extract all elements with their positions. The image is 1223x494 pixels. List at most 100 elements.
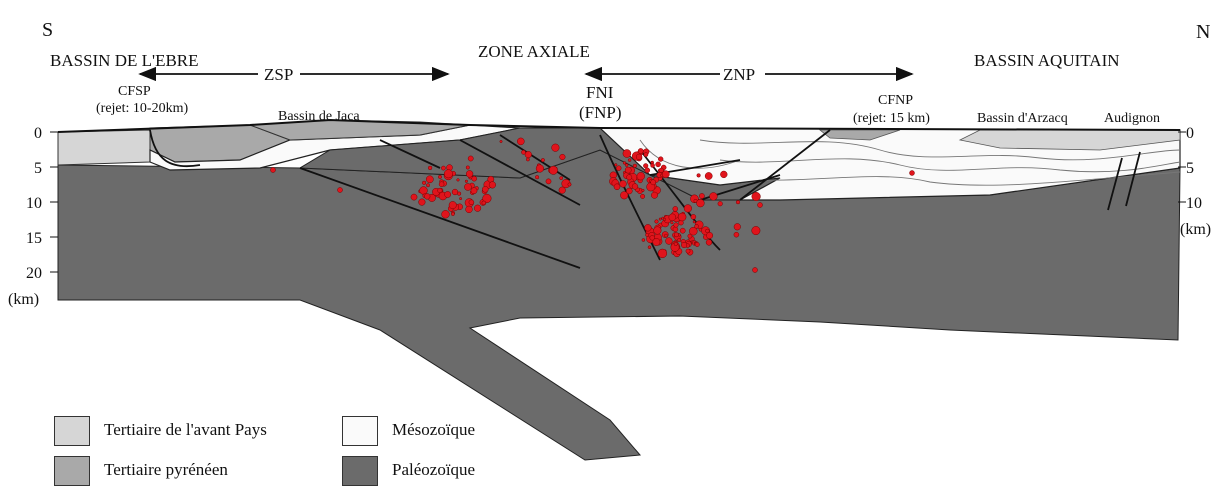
earthquake-point — [419, 186, 428, 195]
earthquake-point — [622, 149, 632, 158]
earthquake-point — [631, 183, 639, 190]
earthquake-point — [645, 232, 650, 237]
earthquake-point — [437, 187, 443, 194]
earthquake-point — [657, 248, 668, 259]
earthquake-point — [717, 201, 723, 207]
earthquake-point — [548, 165, 558, 175]
earthquake-point — [444, 191, 452, 198]
fni-label: FNI — [586, 83, 614, 102]
earthquake-point — [470, 187, 478, 195]
earthquake-point — [622, 161, 627, 165]
earthquake-point — [624, 166, 632, 174]
earthquake-point — [620, 191, 629, 200]
earthquake-point — [615, 165, 622, 171]
earthquake-point — [677, 238, 682, 243]
cfnp-label: CFNP — [878, 93, 913, 108]
earthquake-point — [757, 202, 763, 208]
cfsp-rejet-label: (rejet: 10-20km) — [96, 101, 188, 116]
earthquake-point — [706, 232, 714, 239]
depth-tick-left-15: 15 — [26, 230, 42, 247]
earthquake-point — [705, 228, 710, 234]
fault-lines — [149, 129, 1141, 269]
earthquake-point — [652, 238, 661, 246]
earthquake-point — [644, 224, 652, 232]
legend-swatch-paleozoique — [342, 456, 378, 486]
earthquake-point — [559, 153, 566, 161]
earthquake-point — [665, 237, 673, 245]
earthquake-point — [699, 193, 705, 199]
earthquake-point — [733, 223, 741, 231]
scale-bar: 20 km — [61, 311, 197, 338]
earthquake-point — [558, 186, 566, 194]
earthquake-point — [679, 227, 686, 234]
earthquake-point — [637, 148, 644, 154]
cfsp-label: CFSP — [118, 84, 151, 99]
earthquake-point — [654, 219, 659, 224]
earthquake-point — [441, 210, 450, 219]
earthquake-point — [696, 198, 705, 208]
jaca-label: Bassin de Jaca — [278, 109, 360, 124]
earthquake-point — [651, 191, 658, 199]
earthquake-point — [658, 156, 664, 162]
earthquake-point — [644, 167, 651, 174]
earthquake-point — [720, 170, 728, 179]
earthquake-point — [668, 213, 677, 222]
earthquake-point — [459, 197, 463, 201]
earthquake-point — [687, 233, 693, 239]
earthquake-point — [683, 204, 692, 213]
earthquake-point — [694, 242, 700, 247]
earthquake-point — [673, 222, 679, 228]
earthquake-point — [690, 214, 697, 220]
earthquake-point — [441, 165, 446, 171]
earthquake-point — [468, 199, 475, 206]
tertiaire-avant-pays-sud — [57, 129, 151, 166]
earthquake-point — [640, 193, 646, 199]
earthquake-point — [425, 175, 434, 184]
depth-tick-right-5: 5 — [1186, 160, 1194, 177]
earthquake-point — [636, 172, 645, 181]
earthquake-point — [662, 217, 667, 221]
depth-tick-left-5: 5 — [34, 160, 42, 177]
basin-aquitain-label: BASSIN AQUITAIN — [974, 51, 1120, 70]
earthquake-point — [661, 170, 670, 179]
paleozoique-basement — [57, 149, 1181, 461]
earthquake-point — [464, 179, 468, 183]
strata-lines-north — [639, 139, 1181, 186]
earthquake-point — [426, 183, 430, 188]
fnp-label: (FNP) — [579, 103, 622, 122]
earthquake-point — [613, 183, 621, 191]
legend-swatch-mesozoique — [342, 416, 378, 446]
legend-label-tertiaire-avant-pays: Tertiaire de l'avant Pays — [104, 420, 267, 439]
earthquake-point — [559, 176, 564, 180]
earthquake-point — [535, 175, 540, 180]
legend-label-mesozoique: Mésozoïque — [392, 420, 476, 439]
earthquake-point — [499, 140, 503, 143]
earthquake-point — [705, 239, 713, 246]
earthquake-point — [465, 170, 474, 178]
earthquake-point — [481, 200, 487, 206]
earthquake-point — [909, 170, 915, 176]
earthquake-point — [526, 157, 530, 162]
earthquake-point — [464, 183, 472, 191]
earthquake-point — [524, 151, 532, 159]
depth-tick-left-20: 20 — [26, 265, 42, 282]
legend-swatch-tertiaire-avant-pays — [54, 416, 90, 446]
earthquake-point — [517, 137, 525, 146]
depth-tick-left-0: 0 — [34, 125, 42, 142]
earthquake-point — [448, 201, 457, 210]
depth-axis-right: 0 5 10 (km) — [1178, 125, 1211, 238]
earthquake-point — [422, 180, 427, 185]
earthquake-point — [681, 241, 688, 249]
earthquake-point — [451, 188, 459, 196]
basin-ebro-label: BASSIN DE L'EBRE — [50, 51, 199, 70]
earthquake-point — [467, 155, 474, 162]
zsp-label: ZSP — [264, 65, 293, 84]
earthquake-point — [692, 220, 696, 224]
earthquake-point — [540, 158, 545, 163]
earthquake-point — [474, 204, 482, 212]
earthquake-point — [658, 217, 662, 221]
earthquake-point — [482, 186, 489, 193]
earthquake-point — [635, 153, 643, 161]
earthquake-point — [752, 267, 758, 273]
earthquake-point — [650, 179, 657, 186]
